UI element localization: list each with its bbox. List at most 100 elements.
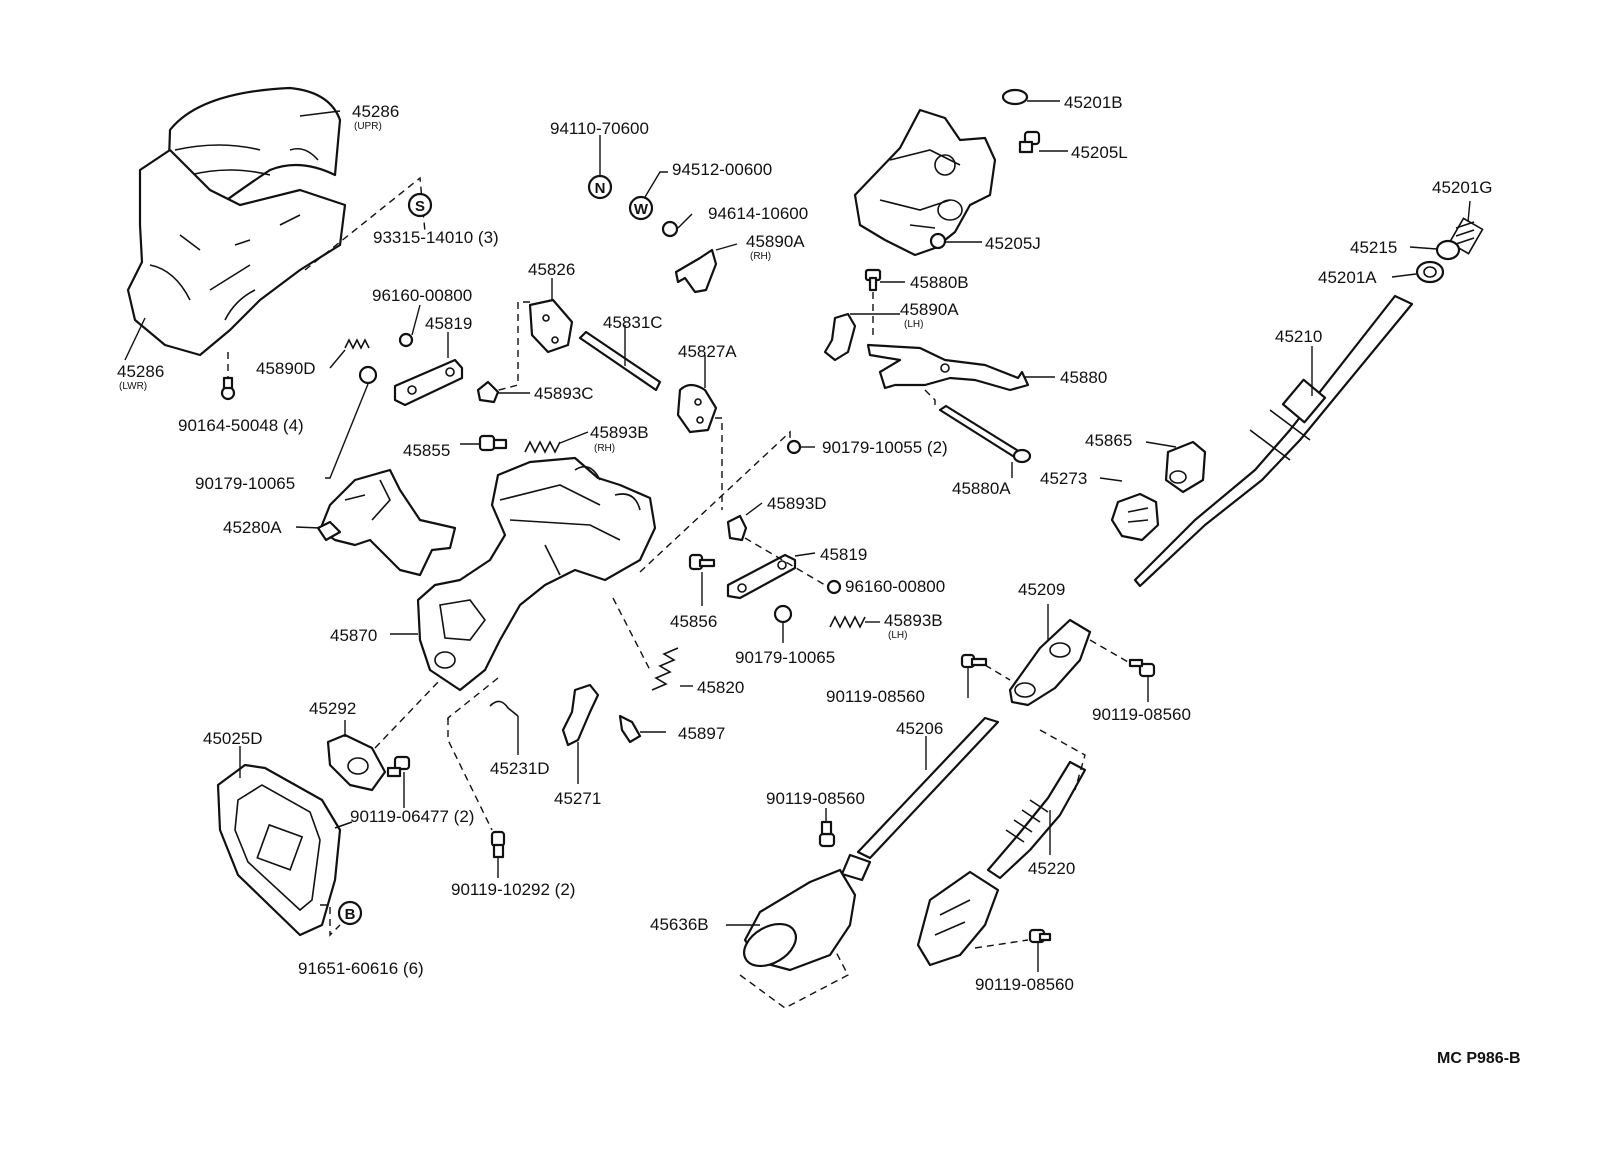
leader-94512 (644, 171, 668, 198)
label-96160-b: 96160-00800 (845, 577, 945, 596)
leader-45890d (329, 349, 346, 369)
label-90119-06477: 90119-06477 (2) (350, 807, 474, 826)
label-45205j: 45205J (985, 234, 1041, 253)
leader-45890a-rh (715, 243, 738, 251)
label-45286-lwr-sub: (LWR) (119, 381, 147, 392)
label-90119-08560-a: 90119-08560 (826, 687, 925, 706)
label-45819-a: 45819 (425, 314, 472, 333)
dash-45209-right (1089, 639, 1136, 667)
leader-45201a (1391, 273, 1417, 278)
bolt-45856 (688, 553, 716, 571)
label-45819-b: 45819 (820, 545, 867, 564)
dash-45820 (612, 597, 651, 671)
dash-45819-b (744, 537, 826, 586)
bolt-45855 (478, 434, 508, 452)
spring-45893b-rh (524, 440, 561, 454)
leader-90179-a (325, 383, 369, 479)
pin-45831c (578, 330, 662, 392)
leader-45280a (295, 526, 321, 529)
label-90179-b: 90179-10055 (2) (822, 438, 948, 457)
label-45292: 45292 (309, 699, 356, 718)
label-45201g: 45201G (1432, 178, 1493, 197)
label-45890a-rh-sub: (RH) (750, 251, 771, 262)
label-90179-c: 90179-10065 (735, 648, 835, 667)
spring-45820 (651, 647, 679, 691)
label-94614: 94614-10600 (708, 204, 808, 223)
dash-45826 (479, 301, 530, 396)
label-90179-a: 90179-10065 (195, 474, 295, 493)
label-94512: 94512-00600 (672, 160, 772, 179)
clip-96160-b (826, 579, 842, 595)
column-cover-lower-part (126, 148, 347, 357)
bolt-90119-08560-d (1028, 928, 1052, 944)
lower-shaft-45220 (916, 760, 1087, 967)
svg-text:S: S (415, 198, 425, 215)
clip-45893c (476, 380, 500, 404)
label-45271: 45271 (554, 789, 601, 808)
bushing-45865 (1164, 440, 1207, 494)
label-45286-upr-sub: (UPR) (354, 121, 382, 132)
spring-45201g (1448, 217, 1484, 255)
label-45201a: 45201A (1318, 268, 1377, 287)
label-45205l: 45205L (1071, 143, 1128, 162)
washer-45215 (1435, 239, 1461, 261)
cam-45827a (676, 383, 718, 434)
label-90164: 90164-50048 (4) (178, 416, 304, 435)
dash-45636b (739, 949, 849, 1009)
lever-45880 (866, 343, 1030, 392)
label-45870: 45870 (330, 626, 377, 645)
label-45893b-lh-sub: (LH) (888, 630, 907, 641)
bolt-90119-08560-c (818, 820, 836, 848)
screw-45880b (864, 268, 882, 292)
spring-45893b-lh (829, 615, 866, 629)
leader-45201g (1467, 200, 1471, 223)
label-45201b: 45201B (1064, 93, 1123, 112)
label-45880: 45880 (1060, 368, 1107, 387)
label-45865: 45865 (1085, 431, 1132, 450)
dash-column-right (639, 430, 791, 573)
boot-45636b (743, 868, 857, 972)
leader-45819-b (794, 552, 816, 557)
diagram-code: MC P986-B (1437, 1050, 1521, 1067)
nut-90179-b (786, 439, 802, 455)
dash-91651 (320, 904, 341, 937)
bolt-90119-06477 (386, 755, 411, 778)
clip-45231d (489, 700, 519, 717)
washer-94614 (661, 220, 679, 238)
label-45273: 45273 (1040, 469, 1087, 488)
label-45893b-lh: 45893B (884, 611, 943, 630)
label-45890a-rh: 45890A (746, 232, 805, 251)
badge-b-icon: B (337, 900, 363, 926)
label-45890d: 45890D (256, 359, 316, 378)
dash-45827a (715, 417, 723, 510)
dash-45880a (924, 389, 936, 405)
screw-45897 (618, 714, 642, 744)
plate-45826 (528, 298, 574, 354)
svg-text:W: W (634, 201, 649, 218)
label-45636b: 45636B (650, 915, 709, 934)
svg-text:N: N (595, 180, 606, 197)
label-45897: 45897 (678, 724, 725, 743)
badge-n-icon: N (587, 174, 613, 200)
label-45856: 45856 (670, 612, 717, 631)
label-45826: 45826 (528, 260, 575, 279)
label-90119-08560-c: 90119-08560 (766, 789, 865, 808)
main-shaft-45210 (1133, 294, 1414, 588)
label-96160-a: 96160-00800 (372, 286, 472, 305)
label-45880a: 45880A (952, 479, 1011, 498)
label-45215: 45215 (1350, 238, 1397, 257)
leader-94614 (677, 213, 693, 229)
bolt-45205l (1018, 130, 1041, 154)
label-45893b-rh-sub: (RH) (594, 443, 615, 454)
label-45220: 45220 (1028, 859, 1075, 878)
label-45206: 45206 (896, 719, 943, 738)
label-45231d: 45231D (490, 759, 550, 778)
label-45286-lwr: 45286 (117, 362, 164, 381)
dash-90119-10292 (447, 718, 493, 831)
svg-text:B: B (345, 906, 356, 923)
badge-w-icon: W (628, 195, 654, 221)
label-45827a: 45827A (678, 342, 737, 361)
leader-45286-upr (299, 110, 341, 117)
housing-upper-right (853, 108, 997, 257)
